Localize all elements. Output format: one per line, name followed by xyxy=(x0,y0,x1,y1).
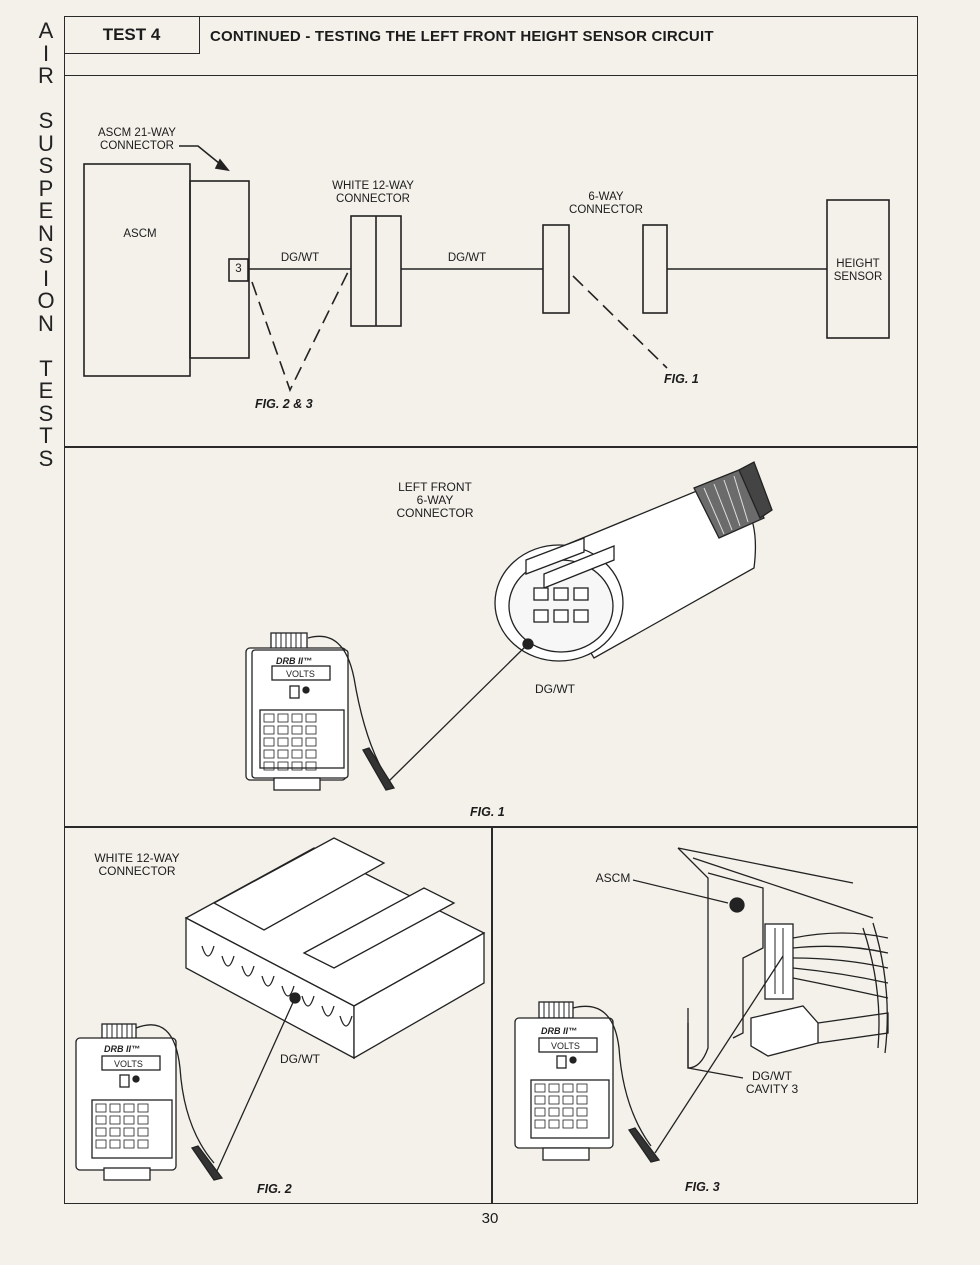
wiring-schematic xyxy=(83,145,890,393)
fig3-ascm-label: ASCM xyxy=(595,871,631,885)
fig3-caption: FIG. 3 xyxy=(685,1180,720,1194)
wire-label-1: DG/WT xyxy=(280,252,320,264)
test-label: TEST 4 xyxy=(64,16,200,54)
header: TEST 4 CONTINUED - TESTING THE LEFT FRON… xyxy=(64,16,918,76)
probe-lines-fig23 xyxy=(251,271,349,393)
wire-label-2: DG/WT xyxy=(447,252,487,264)
meter-mode-fig1: VOLTS xyxy=(286,669,315,679)
pin-number: 3 xyxy=(235,263,242,275)
page-number: 30 xyxy=(481,1210,499,1227)
height-sensor-box xyxy=(826,199,890,339)
fig2-wire-label: DG/WT xyxy=(280,1052,320,1066)
fig23-reference: FIG. 2 & 3 xyxy=(255,397,313,411)
ascm-label: ASCM xyxy=(123,228,157,240)
meter-mode-fig2: VOLTS xyxy=(114,1059,143,1069)
fig1-reference: FIG. 1 xyxy=(664,372,699,386)
divider-schematic-bottom xyxy=(64,446,918,448)
divider-fig2-fig3 xyxy=(491,826,493,1204)
six-way-connector-right xyxy=(642,224,668,314)
fig1-illustration: DRB II™ VOLTS xyxy=(245,461,773,791)
ascm-box xyxy=(83,163,191,377)
page-title: CONTINUED - TESTING THE LEFT FRONT HEIGH… xyxy=(210,28,714,45)
fig1-wire-label: DG/WT xyxy=(535,682,575,696)
probe-line-fig1 xyxy=(572,275,668,369)
meter-brand-fig1: DRB II™ xyxy=(276,656,312,666)
connector-arrow xyxy=(179,145,226,169)
six-way-connector-left xyxy=(542,224,570,314)
pin-3-box xyxy=(228,258,249,282)
fig3-illustration: DRB II™ VOLTS xyxy=(514,847,889,1163)
meter-brand-fig2: DRB II™ xyxy=(104,1044,140,1054)
fig2-illustration: DRB II™ VOLTS xyxy=(75,837,486,1181)
meter-mode-fig3: VOLTS xyxy=(551,1041,580,1051)
fig2-caption: FIG. 2 xyxy=(257,1182,292,1196)
meter-brand-fig3: DRB II™ xyxy=(541,1026,577,1036)
fig1-caption: FIG. 1 xyxy=(470,805,505,819)
